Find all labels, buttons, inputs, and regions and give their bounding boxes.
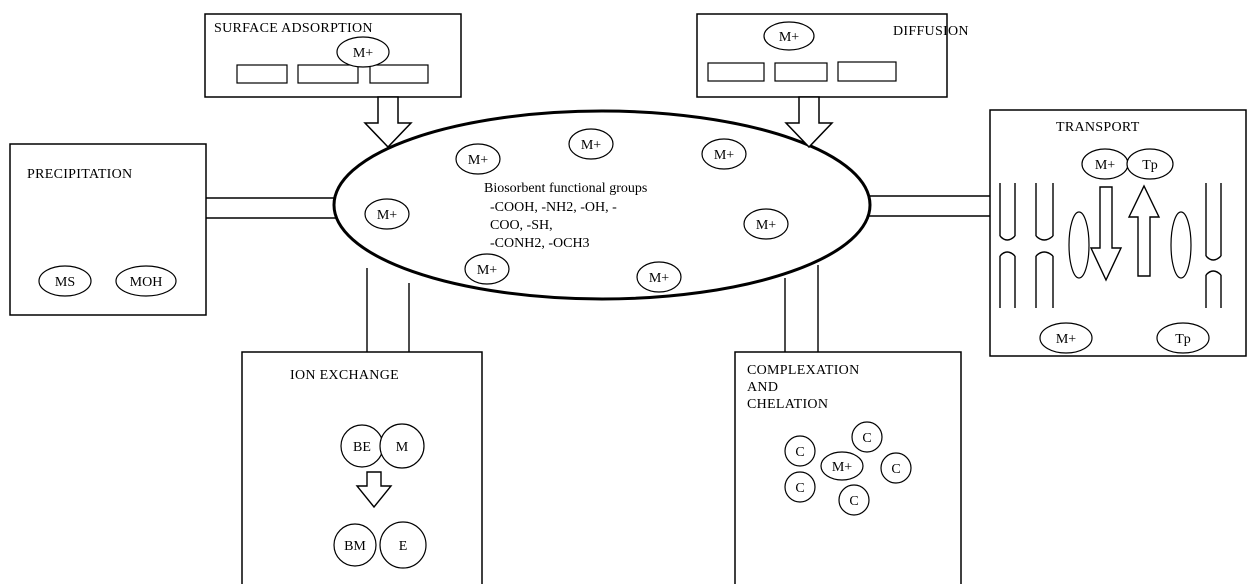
ligand: C: [880, 452, 912, 484]
ion-exchange-bm: BM: [344, 539, 366, 554]
ligand: C: [851, 421, 883, 453]
ion-exchange-box: ION EXCHANGE BE M BM E: [241, 351, 483, 584]
transport-ion-top: M+: [1095, 158, 1115, 173]
diffusion-box: DIFFUSION M+: [696, 13, 969, 98]
center-title: Biosorbent functional groups: [484, 181, 647, 196]
carrier-protein: [1068, 211, 1090, 279]
metal-ion: M+: [701, 138, 747, 170]
connector-complexation: [784, 265, 819, 352]
connector-ion-exchange: [366, 268, 410, 352]
svg-text:M+: M+: [477, 263, 497, 278]
functional-groups-line-1: -COOH, -NH2, -OH, -: [490, 200, 617, 215]
svg-text:C: C: [862, 431, 871, 446]
svg-text:M+: M+: [468, 153, 488, 168]
metal-ion: M+: [743, 208, 789, 240]
ligand: C: [784, 471, 816, 503]
membrane-channel: [1205, 183, 1222, 308]
precipitate-moh: MOH: [130, 275, 163, 290]
ion-exchange-arrow: [355, 471, 393, 509]
complexation-label-line-3: CHELATION: [747, 397, 828, 412]
complexation-box: COMPLEXATION AND CHELATION M+ C C C C C: [734, 351, 962, 584]
ion-exchange-be: BE: [353, 440, 371, 455]
ligand: C: [838, 484, 870, 516]
transporter-top: Tp: [1142, 158, 1158, 173]
carrier-protein: [1170, 211, 1192, 279]
svg-text:C: C: [891, 462, 900, 477]
ion-exchange-e: E: [399, 539, 408, 554]
ion-exchange-m: M: [396, 440, 409, 455]
functional-groups-line-3: -CONH2, -OCH3: [490, 236, 590, 251]
svg-text:C: C: [795, 445, 804, 460]
svg-text:C: C: [849, 494, 858, 509]
metal-ion: M+: [455, 143, 501, 175]
transport-label: TRANSPORT: [1056, 120, 1140, 135]
surface-adsorption-label: SURFACE ADSORPTION: [214, 21, 373, 36]
surface-adsorption-arrow: [363, 96, 413, 149]
diffusion-arrow: [784, 96, 834, 149]
connector-precipitation: [206, 197, 345, 219]
precipitation-box: PRECIPITATION MS MOH: [9, 143, 207, 316]
svg-text:M+: M+: [649, 271, 669, 286]
diffusion-label: DIFFUSION: [893, 24, 969, 39]
transport-ion-bottom: M+: [1056, 332, 1076, 347]
membrane-channel: [1035, 183, 1054, 308]
diffusion-ion: M+: [779, 30, 799, 45]
svg-text:C: C: [795, 481, 804, 496]
membrane-channel: [999, 183, 1016, 308]
ligand: C: [784, 435, 816, 467]
transport-box: TRANSPORT M+: [989, 109, 1247, 357]
metal-ion: M+: [568, 128, 614, 160]
precipitation-label: PRECIPITATION: [27, 167, 132, 182]
svg-text:M+: M+: [714, 148, 734, 163]
svg-text:M+: M+: [756, 218, 776, 233]
metal-ion: M+: [636, 261, 682, 293]
metal-ion: M+: [464, 253, 510, 285]
surface-adsorption-box: SURFACE ADSORPTION M+: [204, 13, 462, 98]
surface-adsorption-ion: M+: [353, 46, 373, 61]
transporter-bottom: Tp: [1175, 332, 1191, 347]
precipitate-ms: MS: [55, 275, 75, 290]
complexation-label-line-2: AND: [747, 380, 778, 395]
transport-up-arrow: [1127, 184, 1161, 277]
complexed-metal-ion: M+: [832, 460, 852, 475]
biosorbent-center: Biosorbent functional groups -COOH, -NH2…: [332, 109, 872, 301]
transport-down-arrow: [1089, 186, 1123, 282]
svg-text:M+: M+: [377, 208, 397, 223]
complexation-label-line-1: COMPLEXATION: [747, 363, 860, 378]
connector-transport: [862, 195, 990, 217]
ion-exchange-label: ION EXCHANGE: [290, 368, 399, 383]
metal-ion: M+: [364, 198, 410, 230]
svg-text:M+: M+: [581, 138, 601, 153]
functional-groups-line-2: COO, -SH,: [490, 218, 553, 233]
